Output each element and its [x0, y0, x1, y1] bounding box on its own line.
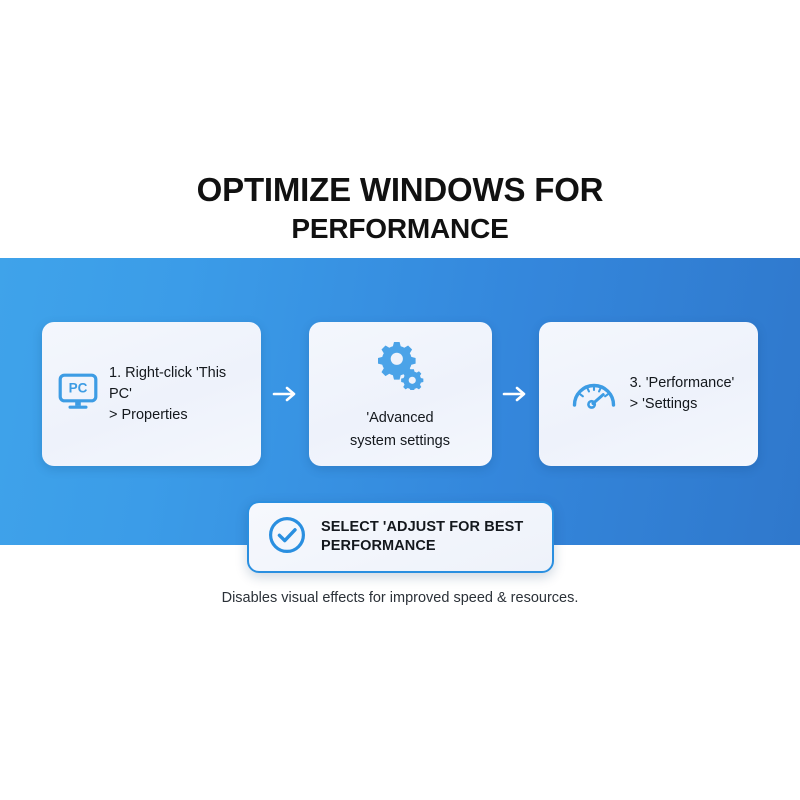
- callout-card[interactable]: SELECT 'ADJUST FOR BEST PERFORMANCE: [247, 501, 554, 573]
- step-card-3-label: 3. 'Performance' > 'Settings: [629, 375, 735, 412]
- arrow-right-icon-1: [270, 379, 300, 409]
- gauge-icon: [569, 372, 619, 417]
- svg-text:PC: PC: [69, 380, 88, 395]
- callout-label: SELECT 'ADJUST FOR BEST PERFORMANCE: [321, 519, 524, 554]
- gears-icon: [374, 336, 426, 395]
- page-title: OPTIMIZE WINDOWS FOR PERFORMANCE: [0, 170, 800, 248]
- caption-text: Disables visual effects for improved spe…: [221, 590, 579, 606]
- step-card-1-label: 1. Right-click 'This PC' > Properties: [109, 364, 227, 423]
- step-card-3[interactable]: 3. 'Performance' > 'Settings: [539, 322, 758, 466]
- steps-row: PC 1. Right-click 'This PC' > Properties: [42, 322, 758, 466]
- check-circle-icon: [267, 515, 307, 560]
- step-card-2-label: 'Advanced system settings: [350, 409, 450, 449]
- page-title-line-2: PERFORMANCE: [291, 213, 509, 244]
- arrow-right-icon-2: [500, 379, 530, 409]
- step-card-2[interactable]: 'Advanced system settings: [308, 322, 492, 466]
- step-card-1[interactable]: PC 1. Right-click 'This PC' > Properties: [42, 322, 261, 466]
- page-title-line-1: OPTIMIZE WINDOWS FOR: [196, 171, 604, 208]
- monitor-pc-icon: PC: [58, 373, 98, 416]
